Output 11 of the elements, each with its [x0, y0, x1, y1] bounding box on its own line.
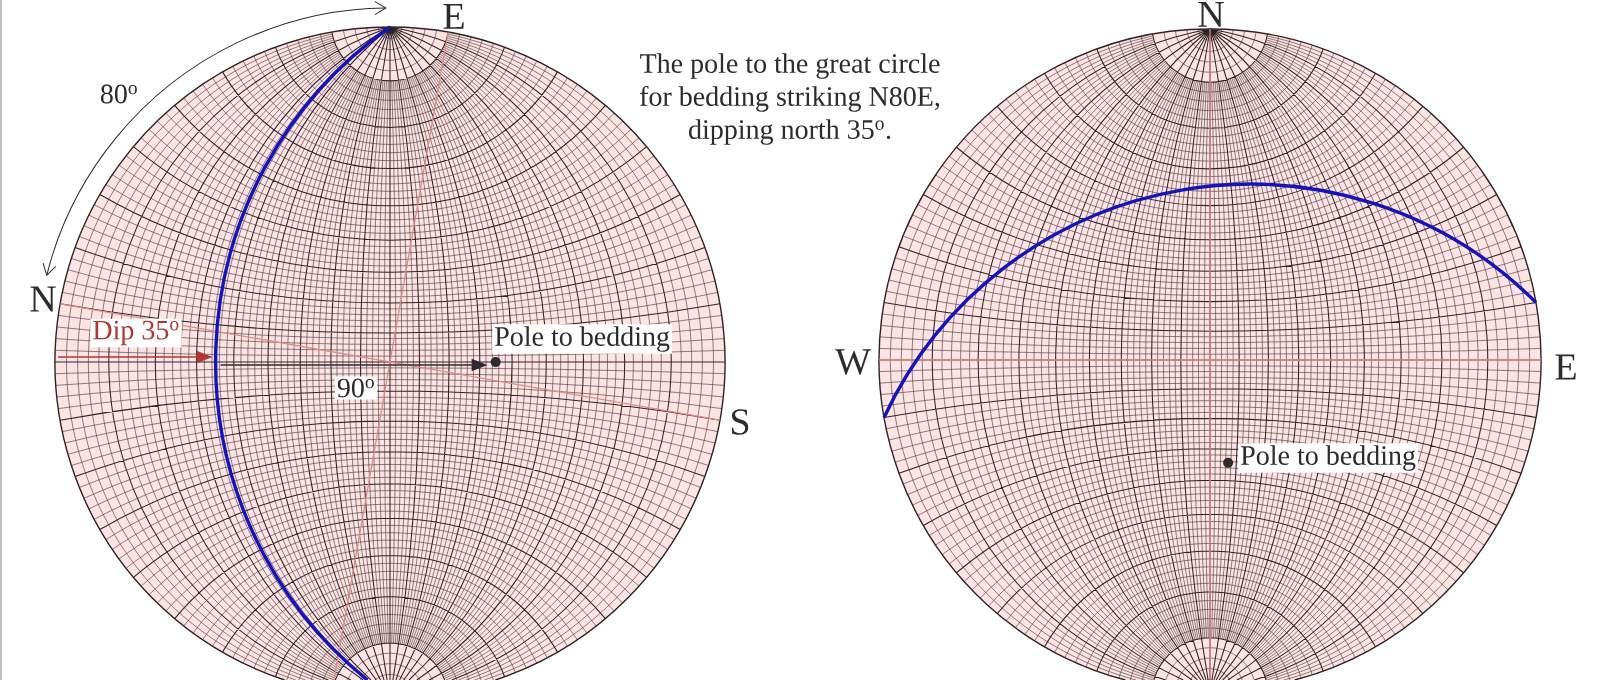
compass-label: W: [835, 349, 871, 375]
point-label: Pole to bedding: [1238, 443, 1418, 473]
angle-label: Dip 35$^{o}$: [90, 318, 182, 348]
compass-label: S: [732, 409, 749, 435]
compass-label: N: [1198, 1, 1224, 27]
compass-label: E: [1555, 354, 1576, 380]
compass-label: E: [443, 3, 464, 29]
compass-label: N: [30, 286, 56, 312]
title: The pole to the great circle for bedding striking N80E, dipping north 35$^{o}$.: [640, 53, 940, 145]
point-label: Pole to bedding: [492, 324, 672, 354]
angle-label: 80$^{o}$: [100, 84, 137, 104]
